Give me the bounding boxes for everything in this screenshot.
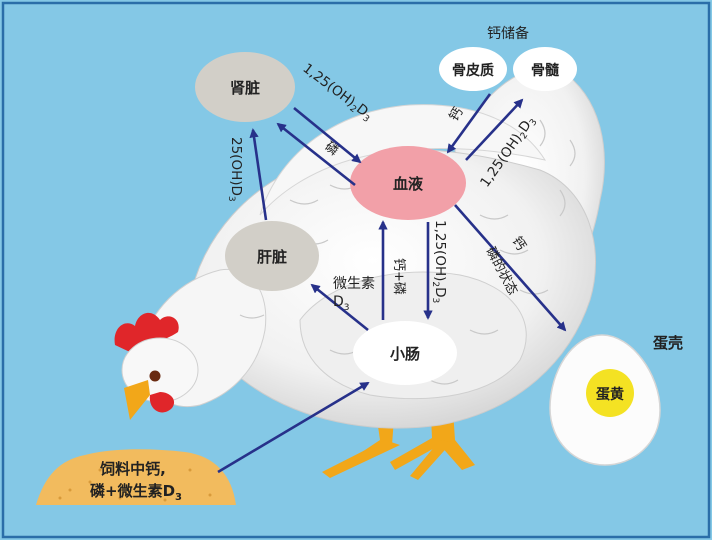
label-intestine-to-blood: 钙+磷 <box>391 258 406 295</box>
label-blood-to-bone-sub1: 2 <box>519 131 530 141</box>
arrow-kidney-to-blood <box>293 106 362 164</box>
marrow-label: 骨髓 <box>531 62 560 79</box>
arrow-intestine-to-liver <box>310 283 369 332</box>
arrow-bone-to-blood <box>446 93 492 154</box>
arrow-blood-to-bone <box>465 98 524 161</box>
marrow-node <box>513 47 577 91</box>
feed-label-main: 磷+微生素D <box>90 482 175 500</box>
arrow-blood-to-kidney <box>276 122 356 187</box>
label-liver-to-kidney-sub: 3 <box>226 196 236 202</box>
label-kidney-to-blood-sub2: 3 <box>360 113 371 124</box>
yolk-label: 蛋黄 <box>596 386 624 403</box>
label-blood-to-intestine: 1,25(OH)2D3 <box>430 220 448 303</box>
blood-label: 血液 <box>393 175 424 193</box>
label-liver-to-kidney: 25(OH)D3 <box>226 137 244 202</box>
arrow-blood-to-egg <box>454 204 567 332</box>
hen-eye <box>149 370 161 382</box>
feed-label-sub: 3 <box>175 492 182 503</box>
label-blood-to-intestine-pre: 1,25(OH) <box>432 220 448 281</box>
bone-storage-label: 钙储备 <box>487 25 529 42</box>
intestine-node <box>353 321 457 385</box>
feed-pile <box>36 449 236 505</box>
label-blood-to-intestine-sub2: 3 <box>430 298 440 304</box>
cortical-bone-label: 骨皮质 <box>452 62 494 79</box>
egg-yolk <box>586 369 634 417</box>
label-blood-to-intestine-sub1: 2 <box>430 281 440 287</box>
intestine-label: 小肠 <box>390 345 420 363</box>
blood-node <box>350 146 466 220</box>
feed-label-line1: 饲料中钙, <box>99 460 166 478</box>
label-intestine-to-liver-line2: D3 <box>333 294 350 313</box>
kidney-label: 肾脏 <box>230 79 260 97</box>
label-liver-to-kidney-pre: 25(OH)D <box>228 137 244 196</box>
label-blood-to-intestine-mid: D <box>432 287 448 297</box>
label-intestine-to-liver-sub: 3 <box>344 303 350 313</box>
arrow-feed-to-intestine <box>217 381 370 474</box>
hen-beak <box>124 380 150 420</box>
hen-wattle <box>149 392 175 413</box>
label-intestine-to-liver-main: D <box>333 294 344 310</box>
liver-label: 肝脏 <box>257 248 287 266</box>
label-blood-to-bone-sub2: 3 <box>528 118 539 128</box>
arrow-liver-to-kidney <box>249 128 268 221</box>
feed-label-line2: 磷+微生素D3 <box>90 482 182 503</box>
kidney-node <box>195 52 295 122</box>
eggshell-label: 蛋壳 <box>653 334 683 352</box>
hen-comb <box>114 312 179 352</box>
label-intestine-to-liver-line1: 微生素 <box>333 276 375 292</box>
cortical-bone-node <box>439 47 507 91</box>
label-kidney-to-blood-sub1: 2 <box>347 104 358 115</box>
liver-node <box>225 221 319 291</box>
